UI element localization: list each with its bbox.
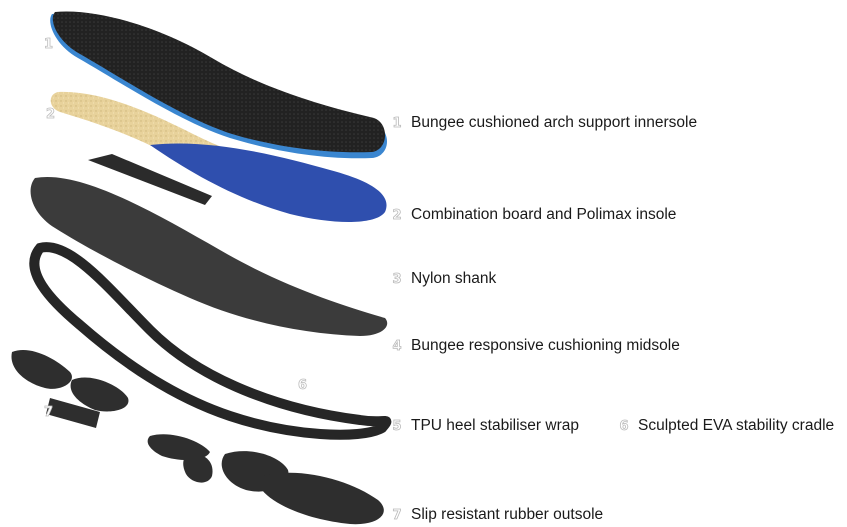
marker-1: 1 bbox=[44, 37, 53, 52]
component-number: 5 bbox=[391, 419, 403, 434]
component-label-2: 2 Combination board and Polimax insole bbox=[391, 206, 676, 224]
component-number: 4 bbox=[391, 339, 403, 354]
component-number: 1 bbox=[391, 116, 403, 131]
component-number: 2 bbox=[391, 208, 403, 223]
exploded-shoe-illustration: 1 2 6 7 bbox=[0, 0, 400, 527]
component-label-3: 3 Nylon shank bbox=[391, 270, 496, 288]
component-text: Bungee responsive cushioning midsole bbox=[411, 337, 680, 355]
component-text: Nylon shank bbox=[411, 270, 496, 288]
component-label-6: 6 Sculpted EVA stability cradle bbox=[618, 417, 834, 435]
component-number: 6 bbox=[618, 419, 630, 434]
marker-2: 2 bbox=[46, 107, 55, 122]
component-number: 3 bbox=[391, 272, 403, 287]
component-text: TPU heel stabiliser wrap bbox=[411, 417, 579, 435]
component-label-1: 1 Bungee cushioned arch support innersol… bbox=[391, 114, 697, 132]
innersole-layer bbox=[50, 11, 387, 158]
component-label-4: 4 Bungee responsive cushioning midsole bbox=[391, 337, 680, 355]
component-text: Combination board and Polimax insole bbox=[411, 206, 676, 224]
marker-7: 7 bbox=[44, 405, 53, 420]
component-label-5: 5 TPU heel stabiliser wrap bbox=[391, 417, 579, 435]
component-label-7: 7 Slip resistant rubber outsole bbox=[391, 506, 603, 524]
component-number: 7 bbox=[391, 508, 403, 523]
component-text: Bungee cushioned arch support innersole bbox=[411, 114, 697, 132]
component-text: Sculpted EVA stability cradle bbox=[638, 417, 834, 435]
component-text: Slip resistant rubber outsole bbox=[411, 506, 603, 524]
marker-6: 6 bbox=[298, 378, 307, 393]
